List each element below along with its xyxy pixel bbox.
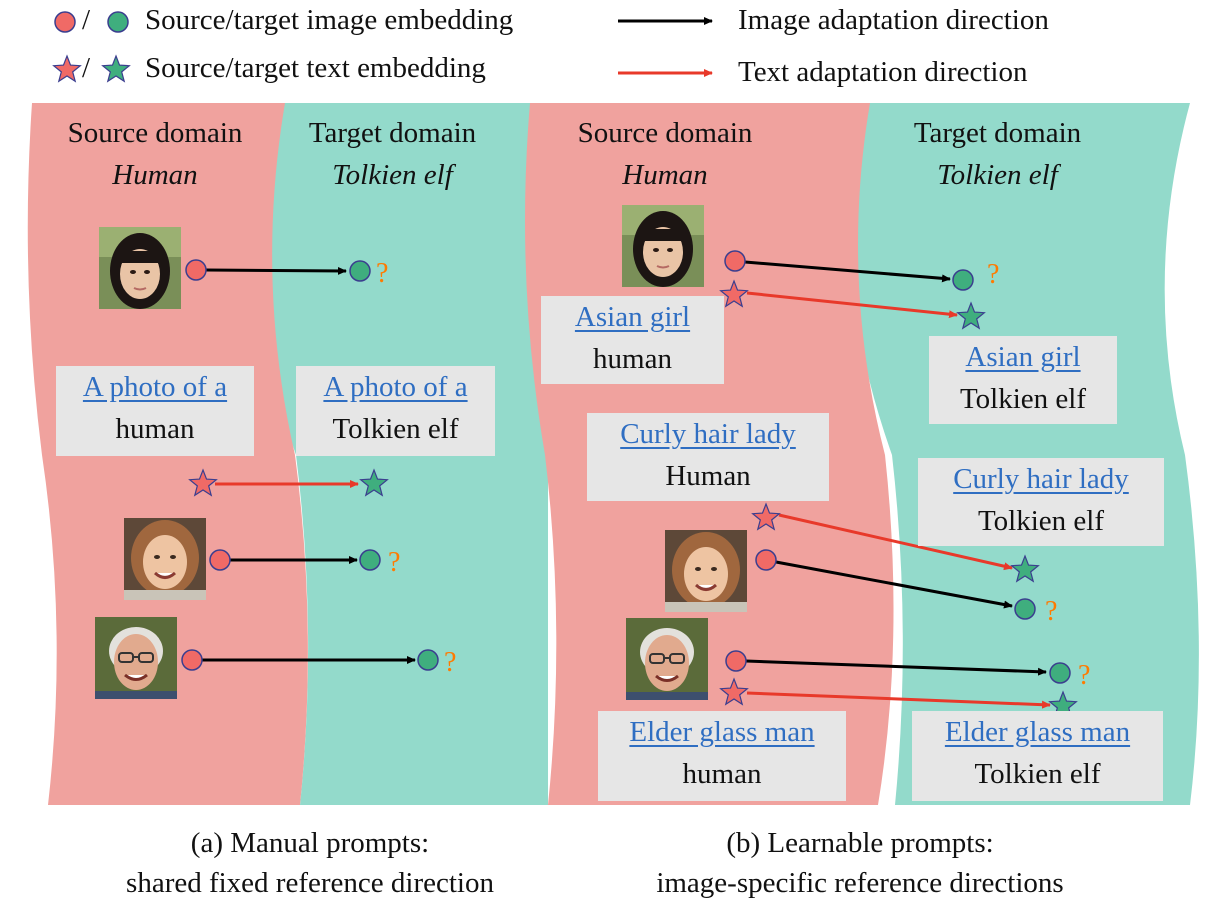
target-domain-name: Tolkien elf xyxy=(332,159,453,191)
prompt-domain-text: Tolkien elf xyxy=(959,383,1086,415)
panel-a-caption: (a) Manual prompts: shared fixed referen… xyxy=(110,823,510,903)
question-mark: ? xyxy=(987,259,999,290)
text-direction-arrow xyxy=(778,513,1013,571)
target-image-embedding xyxy=(349,260,371,282)
source-text-embedding xyxy=(188,468,218,497)
asian-girl-face xyxy=(621,204,705,288)
source-domain-name: Human xyxy=(622,159,708,191)
question-mark: ? xyxy=(1045,596,1057,627)
panel-b-source-header: Source domain Human xyxy=(550,112,780,196)
image-direction-arrow xyxy=(744,260,951,283)
legend-text-embedding: Source/target text embedding xyxy=(145,52,486,84)
caption-line: shared fixed reference direction xyxy=(126,867,494,899)
legend-image-direction: Image adaptation direction xyxy=(738,4,1049,36)
source-domain-label: Source domain xyxy=(67,117,243,149)
prompt-class-text: Elder glass man xyxy=(944,716,1131,748)
panel-b-caption: (b) Learnable prompts: image-specific re… xyxy=(600,823,1120,903)
prompt-domain-text: Tolkien elf xyxy=(977,505,1104,537)
panel-b-source-prompt-asian-girl: Asian girl human xyxy=(541,296,724,384)
panel-a-source-header: Source domain Human xyxy=(40,112,270,196)
panel-b-target-prompt-curly-hair-lady: Curly hair lady Tolkien elf xyxy=(918,458,1164,546)
target-image-embedding xyxy=(1049,662,1071,684)
target-domain-name: Tolkien elf xyxy=(937,159,1058,191)
elder-glass-man-face xyxy=(624,616,710,702)
legend-slash: / xyxy=(82,4,91,36)
prompt-domain-text: Tolkien elf xyxy=(332,413,459,445)
target-text-embedding xyxy=(359,468,389,497)
question-mark: ? xyxy=(376,258,388,289)
elder-glass-man-face xyxy=(93,615,179,701)
legend-slash: / xyxy=(82,52,91,84)
curly-hair-lady-face xyxy=(122,516,208,602)
source-image-embedding xyxy=(725,650,747,672)
source-image-embedding xyxy=(181,649,203,671)
legend-target-text-marker xyxy=(101,54,131,83)
image-direction-arrow xyxy=(745,659,1047,676)
panel-a-target-header: Target domain Tolkien elf xyxy=(270,112,515,196)
caption-line: (a) Manual prompts: xyxy=(190,827,430,859)
panel-b-target-prompt-elder-glass-man: Elder glass man Tolkien elf xyxy=(912,711,1163,801)
legend-text-direction: Text adaptation direction xyxy=(738,56,1028,88)
target-text-embedding xyxy=(956,301,986,330)
legend-source-image-marker xyxy=(54,11,76,33)
panel-a-target-prompt: A photo of a Tolkien elf xyxy=(296,366,495,456)
caption-line: (b) Learnable prompts: xyxy=(726,827,994,859)
source-domain-label: Source domain xyxy=(577,117,753,149)
question-mark: ? xyxy=(1078,660,1090,691)
target-domain-label: Target domain xyxy=(913,117,1082,149)
prompt-domain-text: human xyxy=(682,758,762,790)
target-image-embedding xyxy=(417,649,439,671)
target-text-embedding xyxy=(1010,554,1040,583)
prompt-class-text: Curly hair lady xyxy=(953,463,1129,495)
source-domain-name: Human xyxy=(112,159,198,191)
panel-b-source-prompt-elder-glass-man: Elder glass man human xyxy=(598,711,846,801)
prompt-domain-text: Tolkien elf xyxy=(974,758,1101,790)
target-domain-label: Target domain xyxy=(308,117,477,149)
source-text-embedding xyxy=(719,677,749,706)
prompt-domain-text: Human xyxy=(665,460,751,492)
source-image-embedding xyxy=(185,259,207,281)
panel-a-source-prompt: A photo of a human xyxy=(56,366,254,456)
legend-image-embedding: Source/target image embedding xyxy=(145,4,514,36)
curly-hair-lady-face xyxy=(663,528,749,614)
panel-b-target-header: Target domain Tolkien elf xyxy=(870,112,1125,196)
legend-target-image-marker xyxy=(107,11,129,33)
question-mark: ? xyxy=(444,647,456,678)
prompt-domain-text: human xyxy=(593,343,672,375)
text-direction-arrow xyxy=(746,691,1051,709)
source-text-embedding xyxy=(719,279,749,308)
text-direction-arrow xyxy=(746,291,958,319)
source-image-embedding xyxy=(209,549,231,571)
panel-b-target-prompt-asian-girl: Asian girl Tolkien elf xyxy=(929,336,1117,424)
image-direction-arrow xyxy=(205,266,347,275)
prompt-domain-text: human xyxy=(115,413,195,445)
caption-line: image-specific reference directions xyxy=(656,867,1064,899)
question-mark: ? xyxy=(388,547,400,578)
source-image-embedding xyxy=(724,250,746,272)
prompt-class-text: Asian girl xyxy=(574,301,691,333)
prompt-class-text: Elder glass man xyxy=(629,716,815,748)
panel-b-source-prompt-curly-hair-lady: Curly hair lady Human xyxy=(587,413,829,501)
source-text-embedding xyxy=(751,502,781,531)
source-image-embedding xyxy=(755,549,777,571)
prompt-class-text: Asian girl xyxy=(965,341,1081,373)
prompt-class-text: A photo of a xyxy=(323,371,468,403)
asian-girl-face xyxy=(98,226,182,310)
target-image-embedding xyxy=(359,549,381,571)
prompt-class-text: Curly hair lady xyxy=(620,418,796,450)
prompt-class-text: A photo of a xyxy=(82,371,228,403)
legend-source-text-marker xyxy=(52,54,82,83)
image-direction-arrow xyxy=(775,560,1013,609)
target-image-embedding xyxy=(1014,598,1036,620)
target-image-embedding xyxy=(952,269,974,291)
